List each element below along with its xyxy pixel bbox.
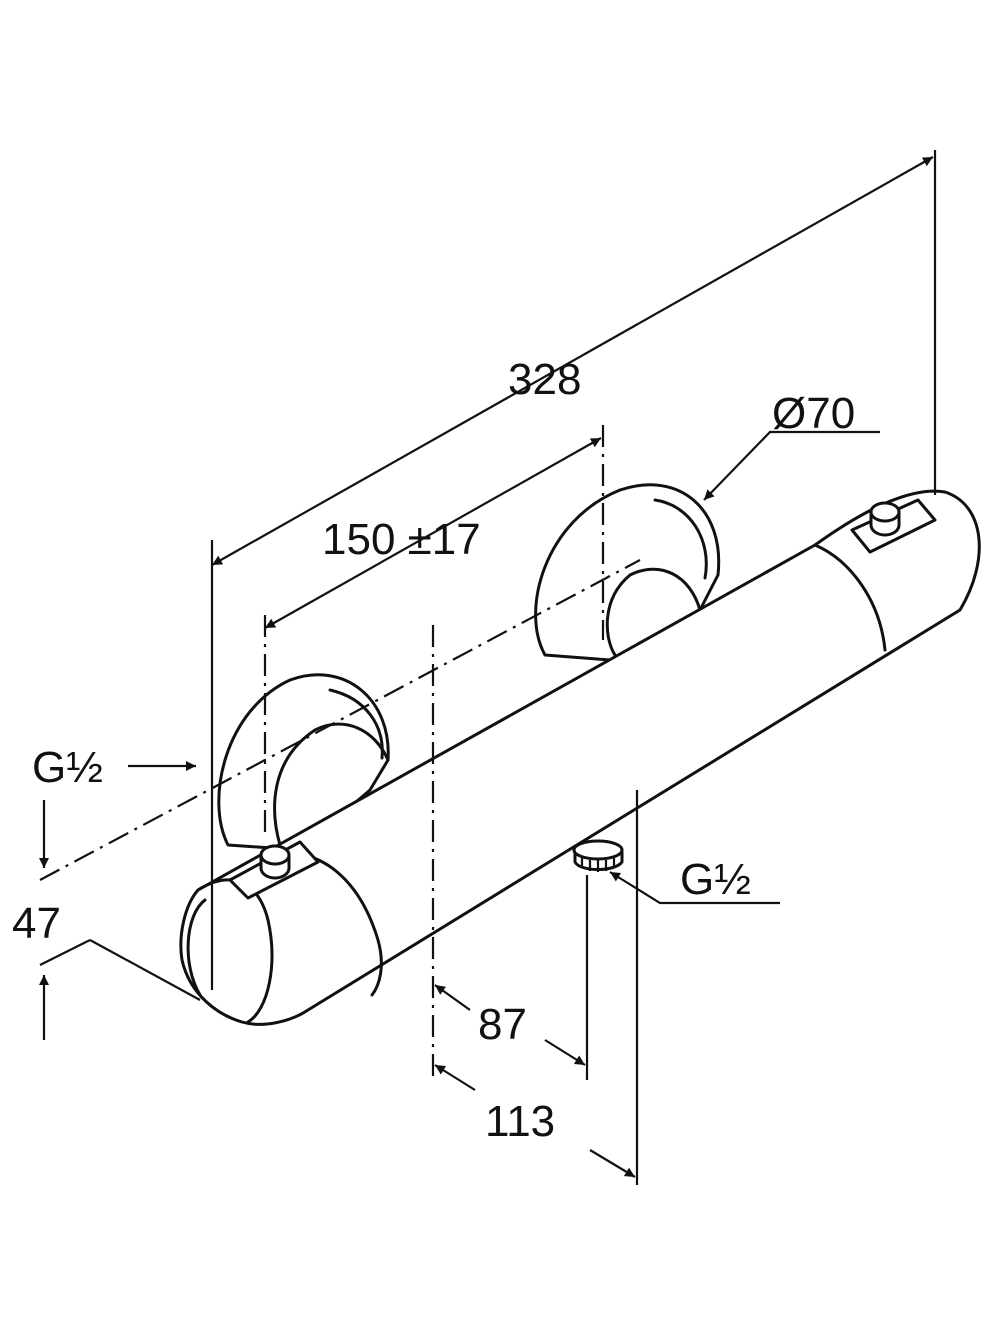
label-overall-length: 328 bbox=[508, 355, 582, 404]
dim-line-113-left bbox=[434, 1064, 476, 1091]
extension-lines bbox=[39, 150, 937, 1185]
label-diameter: Ø70 bbox=[772, 389, 856, 438]
label-depth: 47 bbox=[12, 899, 61, 948]
label-outlet-thread: G½ bbox=[680, 855, 751, 904]
dimension-lines bbox=[39, 156, 934, 1178]
dim-line-87-left bbox=[434, 984, 471, 1011]
leader-outlet-thread bbox=[609, 871, 780, 905]
dim-line-87-right bbox=[544, 1039, 586, 1066]
dim-line-113-right bbox=[589, 1149, 636, 1178]
label-inlet-thread: G½ bbox=[32, 743, 103, 792]
leader-diameter bbox=[703, 430, 880, 501]
dim-line-150 bbox=[264, 437, 602, 629]
label-outlet-offset: 87 bbox=[478, 1000, 527, 1049]
label-spacing: 150 ±17 bbox=[322, 515, 481, 564]
label-total-depth: 113 bbox=[485, 1097, 556, 1146]
